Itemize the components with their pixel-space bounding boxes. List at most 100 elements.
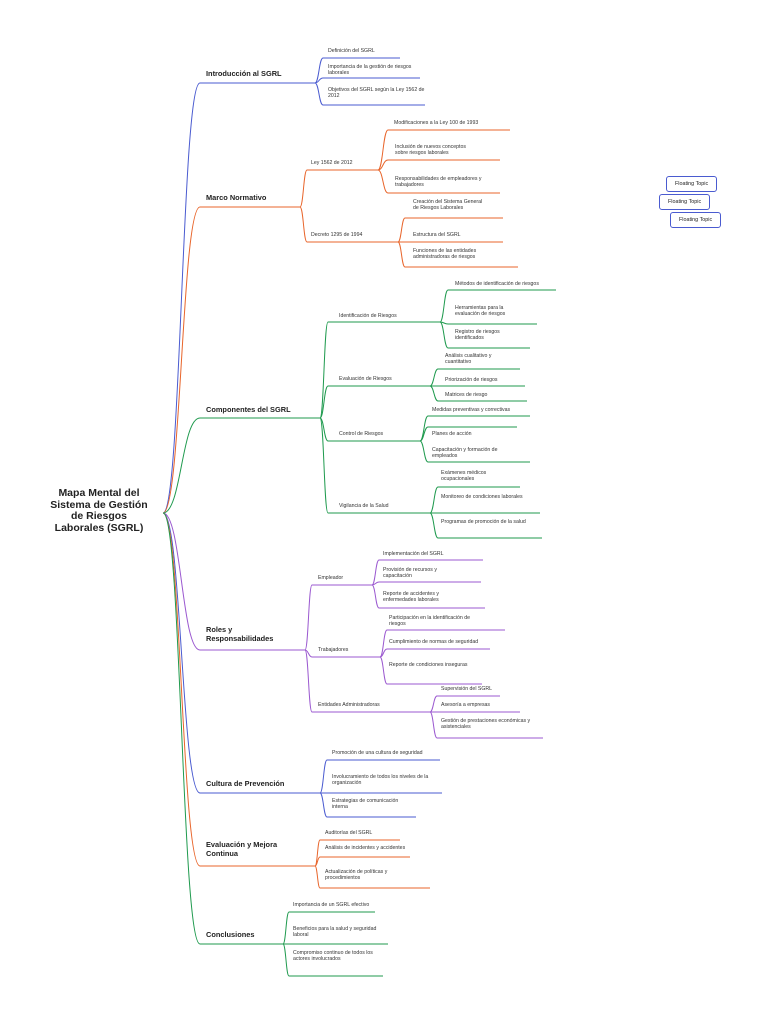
- connector-marco-ley: [299, 169, 378, 208]
- connector-comp-2: [319, 417, 420, 442]
- roles-empleador-top[interactable]: Implementación del SGRL: [383, 551, 444, 557]
- branch-marco-normativo[interactable]: Marco Normativo: [206, 193, 267, 202]
- floating-topic-1[interactable]: Floating Topic: [666, 176, 718, 192]
- marco-decreto-creacion[interactable]: Creación del Sistema General de Riesgos …: [413, 199, 483, 212]
- marco-decreto-1295[interactable]: Decreto 1295 de 1994: [311, 232, 363, 238]
- connector-roles-1-0: [379, 629, 505, 658]
- comp-evaluacion-item-1[interactable]: Priorización de riesgos: [445, 377, 498, 383]
- connector-marco-decreto: [299, 206, 398, 243]
- intro-item-definicion[interactable]: Definición del SGRL: [328, 48, 375, 54]
- comp-evaluacion[interactable]: Evaluación de Riesgos: [339, 376, 392, 382]
- roles-entidades[interactable]: Entidades Administradoras: [318, 702, 380, 708]
- connector-roles: [162, 512, 305, 651]
- branch-componentes[interactable]: Componentes del SGRL: [206, 405, 291, 414]
- comp-identificacion-top[interactable]: Métodos de identificación de riesgos: [455, 281, 539, 287]
- connector-marco: [162, 206, 300, 514]
- marco-ley-item-conceptos[interactable]: Inclusión de nuevos conceptos sobre ries…: [395, 144, 466, 157]
- intro-item-importancia[interactable]: Importancia de la gestión de riesgos lab…: [328, 64, 412, 77]
- comp-vigilancia-item-1[interactable]: Monitoreo de condiciones laborales: [441, 494, 523, 500]
- comp-identificacion-item-1[interactable]: Herramientas para la evaluación de riesg…: [455, 305, 506, 318]
- branch-cultura[interactable]: Cultura de Prevención: [206, 779, 285, 788]
- roles-trabajadores-top[interactable]: Participación en la identificación de ri…: [389, 615, 471, 628]
- connector-roles-2-2: [429, 711, 543, 739]
- conclusiones-item-1[interactable]: Beneficios para la salud y seguridad lab…: [293, 926, 377, 939]
- comp-vigilancia-item-2[interactable]: Programas de promoción de la salud: [441, 519, 526, 525]
- connector-componentes: [162, 417, 320, 514]
- marco-ley-1562[interactable]: Ley 1562 de 2012: [311, 160, 353, 166]
- roles-trabajadores-item-1[interactable]: Cumplimiento de normas de seguridad: [389, 639, 479, 645]
- roles-empleador[interactable]: Empleador: [318, 575, 344, 581]
- floating-topic-3[interactable]: Floating Topic: [670, 212, 722, 228]
- connector-roles-0-2: [371, 584, 485, 609]
- connector-conclusiones: [162, 512, 283, 945]
- branch-evaluacion-mejora[interactable]: Evaluación y Mejora Continua: [206, 840, 278, 858]
- mejora-item-2[interactable]: Actualización de políticas y procedimien…: [325, 869, 388, 882]
- connector-comp-0-2: [439, 321, 530, 349]
- cultura-item-1[interactable]: Involucramiento de todos los niveles de …: [332, 774, 429, 787]
- connector-comp-2-1: [419, 426, 517, 442]
- marco-decreto-item-funciones[interactable]: Funciones de las entidades administrador…: [413, 248, 477, 261]
- connector-roles-0: [304, 584, 372, 651]
- roles-empleador-item-1[interactable]: Provisión de recursos y capacitación: [383, 567, 437, 580]
- connector-comp-0-0: [439, 289, 556, 323]
- marco-ley-item-responsabilidades[interactable]: Responsabilidades de empleadores y traba…: [395, 176, 482, 189]
- comp-control-item-2[interactable]: Capacitación y formación de empleados: [432, 447, 498, 460]
- connector-mejora-0: [314, 839, 400, 867]
- connector-roles-0-0: [371, 559, 483, 586]
- connector-conclusiones-0: [282, 911, 375, 945]
- root-topic[interactable]: Mapa Mental del Sistema de Gestión de Ri…: [50, 487, 148, 534]
- branch-conclusiones[interactable]: Conclusiones: [206, 930, 255, 939]
- roles-trabajadores-item-2[interactable]: Reporte de condiciones inseguras: [389, 662, 468, 668]
- connector-comp-1: [319, 385, 430, 419]
- conclusiones-top[interactable]: Importancia de un SGRL efectivo: [293, 902, 370, 908]
- comp-control-top[interactable]: Medidas preventivas y correctivas: [432, 407, 511, 413]
- comp-identificacion[interactable]: Identificación de Riesgos: [339, 313, 397, 319]
- comp-evaluacion-top[interactable]: Análisis cualitativo y cuantitativo: [445, 353, 492, 366]
- connector-comp-3: [319, 417, 430, 514]
- connector-ley-1: [377, 159, 500, 171]
- comp-evaluacion-item-2[interactable]: Matrices de riesgo: [445, 392, 488, 398]
- comp-vigilancia-top[interactable]: Exámenes médicos ocupacionales: [441, 470, 487, 483]
- connector-intro-1: [314, 77, 420, 84]
- connector-roles-2: [304, 649, 430, 713]
- connector-roles-2-0: [429, 695, 500, 713]
- connector-roles-1: [304, 649, 380, 658]
- comp-identificacion-item-2[interactable]: Registro de riesgos identificados: [455, 329, 500, 342]
- roles-empleador-item-2[interactable]: Reporte de accidentes y enfermedades lab…: [383, 591, 439, 604]
- connector-conclusiones-2: [282, 943, 383, 977]
- floating-topic-2[interactable]: Floating Topic: [659, 194, 711, 210]
- connector-comp-3-0: [429, 486, 520, 514]
- roles-trabajadores[interactable]: Trabajadores: [318, 647, 349, 653]
- roles-entidades-item-1[interactable]: Asesoría a empresas: [441, 702, 491, 708]
- intro-item-objetivos[interactable]: Objetivos del SGRL según la Ley 1562 de …: [328, 87, 425, 100]
- cultura-item-2[interactable]: Estrategias de comunicación interna: [332, 798, 399, 811]
- marco-modificaciones[interactable]: Modificaciones a la Ley 100 de 1993: [394, 120, 479, 126]
- connector-comp-3-2: [429, 512, 542, 539]
- mejora-top[interactable]: Auditorías del SGRL: [325, 830, 373, 836]
- branch-roles[interactable]: Roles y Responsabilidades: [206, 625, 274, 643]
- connector-comp-0-1: [439, 321, 537, 325]
- connector-ley-2: [377, 169, 500, 194]
- connector-ley-0: [377, 129, 510, 171]
- connector-intro-2: [314, 82, 425, 106]
- connector-mejora-1: [314, 856, 410, 867]
- cultura-top[interactable]: Promoción de una cultura de seguridad: [332, 750, 423, 756]
- connector-comp-1-2: [429, 385, 527, 402]
- comp-control-item-1[interactable]: Planes de acción: [432, 431, 472, 437]
- mejora-item-1[interactable]: Análisis de incidentes y accidentes: [325, 845, 406, 851]
- conclusiones-item-2[interactable]: Compromiso continuo de todos los actores…: [293, 950, 373, 963]
- branch-introduccion[interactable]: Introducción al SGRL: [206, 69, 282, 78]
- comp-vigilancia[interactable]: Vigilancia de la Salud: [339, 503, 389, 509]
- marco-decreto-item-estructura[interactable]: Estructura del SGRL: [413, 232, 461, 238]
- roles-entidades-item-2[interactable]: Gestión de prestaciones económicas y asi…: [441, 718, 531, 731]
- connector-intro-0: [314, 57, 400, 84]
- connector-comp-2-2: [419, 440, 530, 463]
- connector-decreto-2: [397, 241, 518, 268]
- connector-introduccion: [162, 82, 315, 514]
- comp-control[interactable]: Control de Riesgos: [339, 431, 384, 437]
- roles-entidades-top[interactable]: Supervisión del SGRL: [441, 686, 493, 692]
- connector-comp-1-0: [429, 368, 520, 387]
- connector-roles-0-1: [371, 581, 481, 586]
- connector-roles-1-1: [379, 648, 490, 658]
